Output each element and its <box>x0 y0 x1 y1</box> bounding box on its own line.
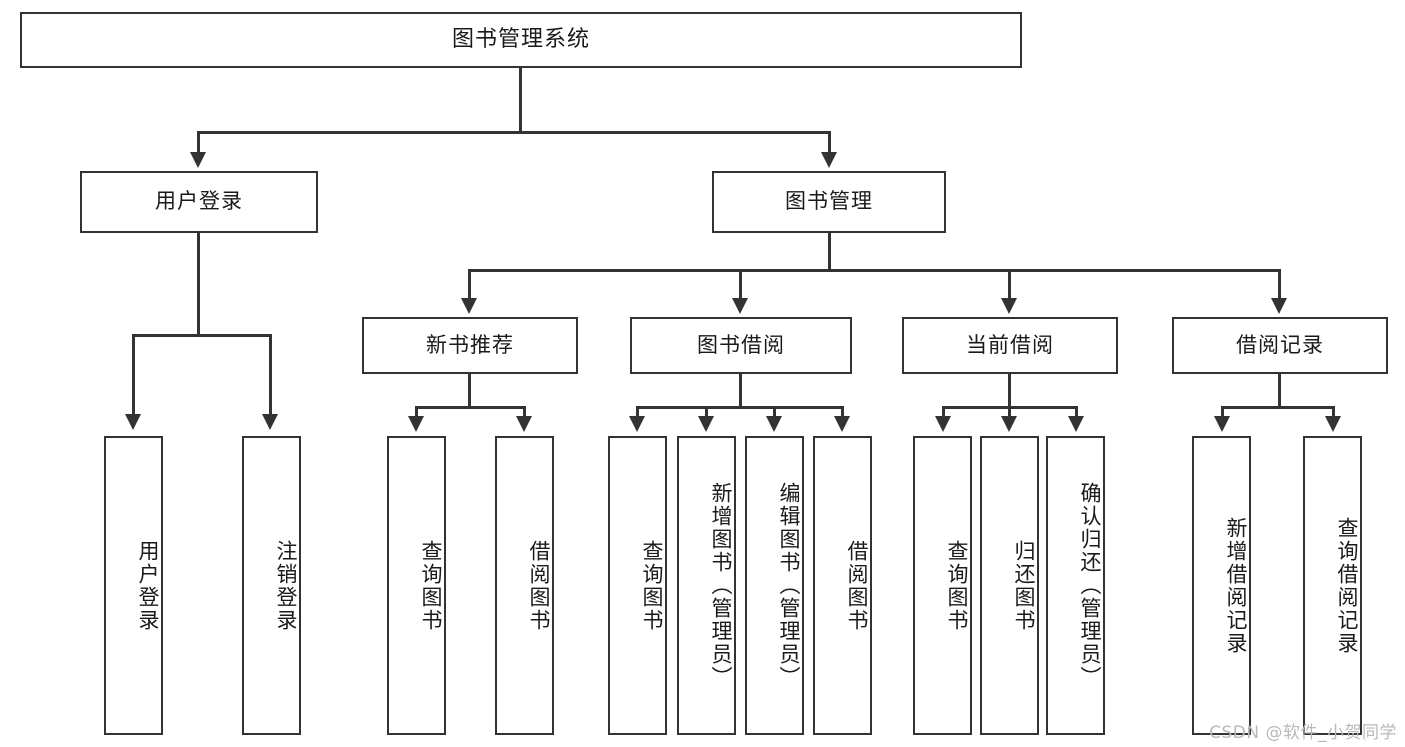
arrow-record-to-leaf2 <box>1325 416 1341 432</box>
leaf-current-return-book[interactable]: 归还图书 <box>980 436 1039 735</box>
connector-root-bar <box>197 131 831 134</box>
leaf-label: 编辑图书（管理员） <box>777 482 801 689</box>
connector-book-to-record <box>1278 269 1281 299</box>
arrow-user-to-leaf2 <box>262 414 278 430</box>
leaf-borrow-edit-book[interactable]: 编辑图书（管理员） <box>745 436 804 735</box>
connector-user-bar <box>132 334 271 337</box>
connector-current-stem <box>1008 374 1011 407</box>
leaf-label: 确认归还（管理员） <box>1078 482 1102 689</box>
arrow-borrow-to-leaf4 <box>834 416 850 432</box>
connector-user-to-leaf2 <box>269 334 272 416</box>
arrow-book-to-record <box>1271 298 1287 314</box>
leaf-label: 归还图书 <box>1012 539 1036 632</box>
connector-current-to-leaf2 <box>1008 406 1011 418</box>
arrow-book-to-borrow <box>732 298 748 314</box>
connector-borrow-to-leaf3 <box>773 406 776 418</box>
leaf-user-logout[interactable]: 注销登录 <box>242 436 301 735</box>
leaf-label: 查询借阅记录 <box>1335 516 1359 655</box>
arrow-record-to-leaf1 <box>1214 416 1230 432</box>
connector-record-to-leaf1 <box>1221 406 1224 418</box>
connector-book-stem <box>828 233 831 270</box>
arrow-book-to-new <box>461 298 477 314</box>
connector-user-to-leaf1 <box>132 334 135 416</box>
leaf-label: 借阅图书 <box>527 539 551 632</box>
leaf-borrow-borrow-book[interactable]: 借阅图书 <box>813 436 872 735</box>
leaf-borrow-query-book[interactable]: 查询图书 <box>608 436 667 735</box>
connector-borrow-bar <box>636 406 844 409</box>
node-book-borrow[interactable]: 图书借阅 <box>630 317 852 374</box>
leaf-label: 借阅图书 <box>845 539 869 632</box>
arrow-current-to-leaf2 <box>1001 416 1017 432</box>
connector-book-to-current <box>1008 269 1011 299</box>
node-new-book-recommend[interactable]: 新书推荐 <box>362 317 578 374</box>
leaf-current-confirm-return[interactable]: 确认归还（管理员） <box>1046 436 1105 735</box>
leaf-label: 用户登录 <box>136 539 160 632</box>
connector-new-bar <box>415 406 525 409</box>
node-root-system[interactable]: 图书管理系统 <box>20 12 1022 68</box>
arrow-user-to-leaf1 <box>125 414 141 430</box>
arrow-borrow-to-leaf3 <box>766 416 782 432</box>
connector-current-to-leaf3 <box>1075 406 1078 418</box>
connector-borrow-to-leaf4 <box>841 406 844 418</box>
leaf-label: 新增图书（管理员） <box>709 482 733 689</box>
node-current-borrow[interactable]: 当前借阅 <box>902 317 1118 374</box>
leaf-record-add[interactable]: 新增借阅记录 <box>1192 436 1251 735</box>
arrow-book-to-current <box>1001 298 1017 314</box>
arrow-new-to-leaf2 <box>516 416 532 432</box>
leaf-record-query[interactable]: 查询借阅记录 <box>1303 436 1362 735</box>
leaf-borrow-add-book[interactable]: 新增图书（管理员） <box>677 436 736 735</box>
leaf-label: 查询图书 <box>945 539 969 632</box>
arrow-root-to-book <box>821 152 837 168</box>
node-user-login[interactable]: 用户登录 <box>80 171 318 233</box>
connector-new-to-leaf1 <box>415 406 418 418</box>
connector-root-to-user <box>197 131 200 153</box>
arrow-current-to-leaf1 <box>935 416 951 432</box>
connector-new-stem <box>468 374 471 407</box>
csdn-watermark: CSDN @软件_小贺同学 <box>1209 723 1397 743</box>
arrow-new-to-leaf1 <box>408 416 424 432</box>
leaf-new-query-book[interactable]: 查询图书 <box>387 436 446 735</box>
connector-root-stem <box>519 68 522 132</box>
leaf-current-query-book[interactable]: 查询图书 <box>913 436 972 735</box>
arrow-borrow-to-leaf1 <box>629 416 645 432</box>
connector-book-bar <box>468 269 1280 272</box>
leaf-label: 查询图书 <box>640 539 664 632</box>
connector-borrow-to-leaf2 <box>705 406 708 418</box>
leaf-label: 查询图书 <box>419 539 443 632</box>
leaf-user-login[interactable]: 用户登录 <box>104 436 163 735</box>
leaf-label: 注销登录 <box>274 539 298 632</box>
leaf-new-borrow-book[interactable]: 借阅图书 <box>495 436 554 735</box>
connector-record-stem <box>1278 374 1281 407</box>
arrow-borrow-to-leaf2 <box>698 416 714 432</box>
connector-current-to-leaf1 <box>942 406 945 418</box>
connector-borrow-stem <box>739 374 742 407</box>
node-book-management[interactable]: 图书管理 <box>712 171 946 233</box>
connector-book-to-borrow <box>739 269 742 299</box>
arrow-current-to-leaf3 <box>1068 416 1084 432</box>
connector-root-to-book <box>828 131 831 153</box>
connector-book-to-new <box>468 269 471 299</box>
connector-new-to-leaf2 <box>523 406 526 418</box>
connector-record-bar <box>1221 406 1335 409</box>
connector-user-stem <box>197 233 200 335</box>
connector-borrow-to-leaf1 <box>636 406 639 418</box>
connector-record-to-leaf2 <box>1332 406 1335 418</box>
leaf-label: 新增借阅记录 <box>1224 516 1248 655</box>
node-borrow-record[interactable]: 借阅记录 <box>1172 317 1388 374</box>
arrow-root-to-user <box>190 152 206 168</box>
